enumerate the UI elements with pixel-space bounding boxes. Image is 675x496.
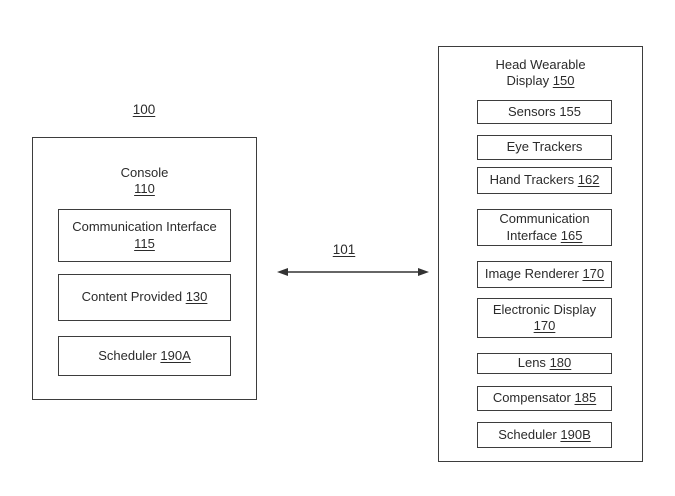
box-scheduler-190b: Scheduler 190B (477, 422, 612, 448)
box-sensors-155: Sensors 155 (477, 100, 612, 124)
box-label: Eye Trackers (506, 139, 583, 155)
box-ref-number: 115 (134, 235, 155, 251)
box-ref-number: 165 (560, 227, 583, 243)
figure-ref-label: 100 (94, 102, 194, 119)
box-label: Communication Interface (72, 219, 217, 235)
box-label: Image Renderer (484, 266, 579, 282)
box-label: Lens (517, 355, 546, 371)
console-box: Console 110 Communication Interface 115 … (32, 137, 257, 400)
figure-ref-number: 100 (132, 102, 156, 117)
console-ref-number: 110 (134, 181, 155, 197)
box-scheduler-190a: Scheduler 190A (58, 336, 231, 376)
hwd-title-text: Head Wearable Display (495, 57, 586, 89)
link-ref-number: 101 (332, 242, 356, 257)
box-label: Electronic Display (492, 301, 597, 317)
box-ref-number: 130 (185, 289, 208, 305)
box-ref-number: 162 (577, 172, 600, 188)
hwd-ref-number: 150 (552, 73, 575, 89)
double-arrow (277, 268, 429, 276)
box-label: Communication Interface (499, 211, 590, 243)
box-hand-trackers-162: Hand Trackers 162 (477, 167, 612, 194)
box-label: Scheduler (98, 347, 157, 363)
hwd-title: Head Wearable Display 150 (439, 57, 642, 90)
box-label: Hand Trackers (489, 172, 575, 188)
box-compensator-185: Compensator 185 (477, 386, 612, 411)
box-ref-number: 155 (559, 103, 582, 119)
box-electronic-display-170: Electronic Display 170 (477, 298, 612, 338)
box-ref-number: 170 (533, 318, 556, 333)
box-label: Sensors (507, 103, 556, 119)
box-ref-number: 170 (582, 266, 605, 282)
box-content-provided-130: Content Provided 130 (58, 274, 231, 321)
box-label: Content Provided (81, 289, 183, 305)
box-ref-number: 190B (560, 426, 591, 442)
console-title: Console 110 (33, 165, 256, 198)
box-label: Scheduler (498, 426, 557, 442)
box-eye-trackers: Eye Trackers (477, 135, 612, 160)
box-label: Compensator (492, 390, 571, 406)
box-ref-number: 180 (549, 355, 572, 371)
box-communication-interface-115: Communication Interface 115 (58, 209, 231, 262)
head-wearable-display-box: Head Wearable Display 150 Sensors 155 Ey… (438, 46, 643, 462)
box-ref-number: 185 (574, 390, 597, 406)
box-communication-interface-165: Communication Interface 165 (477, 209, 612, 246)
console-title-text: Console (120, 165, 169, 180)
link-ref-label: 101 (294, 242, 394, 259)
box-lens-180: Lens 180 (477, 353, 612, 374)
box-image-renderer-170: Image Renderer 170 (477, 261, 612, 288)
box-ref-number: 190A (160, 347, 191, 363)
